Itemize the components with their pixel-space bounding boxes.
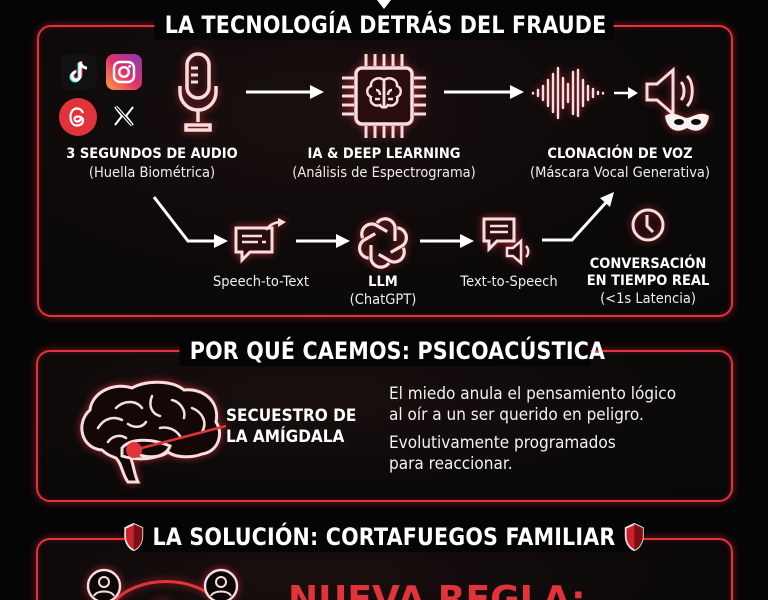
clone-node-subtitle: (Máscara Vocal Generativa) bbox=[529, 165, 711, 181]
amygdala-callout-line2: LA AMÍGDALA bbox=[226, 427, 345, 447]
family-network-icon bbox=[86, 568, 239, 600]
microphone-icon bbox=[178, 52, 218, 132]
fear-text-line1: El miedo anula el pensamiento lógico bbox=[389, 384, 677, 404]
shield-icon bbox=[124, 522, 144, 552]
solution-panel-title: LA SOLUCIÓN: CORTAFUEGOS FAMILIAR bbox=[124, 522, 644, 552]
speaker-mask-icon bbox=[645, 66, 709, 131]
tiktok-icon bbox=[61, 54, 97, 90]
ai-node-subtitle: (Análisis de Espectrograma) bbox=[292, 165, 476, 181]
chip-brain-icon bbox=[342, 54, 426, 138]
arrow-right-icon bbox=[420, 234, 474, 248]
solution-title-text: LA SOLUCIÓN: CORTAFUEGOS FAMILIAR bbox=[152, 523, 616, 551]
realtime-sublabel: (<1s Latencia) bbox=[600, 291, 696, 307]
realtime-line1: CONVERSACIÓN bbox=[589, 256, 707, 272]
realtime-line2: EN TIEMPO REAL bbox=[586, 273, 710, 289]
elbow-arrow-icon bbox=[152, 196, 228, 248]
audio-node-title: 3 SEGUNDOS DE AUDIO bbox=[66, 146, 238, 162]
arrow-right-icon bbox=[296, 234, 350, 248]
clone-node-title: CLONACIÓN DE VOZ bbox=[547, 146, 693, 162]
arrow-right-icon bbox=[246, 85, 324, 99]
technology-panel-title: LA TECNOLOGÍA DETRÁS DEL FRAUDE bbox=[154, 10, 614, 40]
threads-icon bbox=[59, 98, 97, 136]
clock-icon bbox=[631, 208, 665, 242]
stt-label: Speech-to-Text bbox=[212, 274, 310, 290]
new-rule-heading: NUEVA REGLA: bbox=[288, 579, 586, 600]
ai-node-title: IA & DEEP LEARNING bbox=[307, 146, 461, 162]
openai-icon bbox=[358, 217, 408, 269]
instagram-icon bbox=[106, 54, 142, 90]
shield-icon bbox=[624, 522, 644, 552]
waveform-icon bbox=[531, 66, 605, 120]
amygdala-callout-line1: SECUESTRO DE bbox=[226, 406, 357, 426]
audio-node-subtitle: (Huella Biométrica) bbox=[88, 165, 216, 181]
evolution-text-line1: Evolutivamente programados bbox=[389, 433, 616, 453]
evolution-text-line2: para reaccionar. bbox=[389, 454, 513, 474]
tts-label: Text-to-Speech bbox=[460, 274, 558, 290]
chat-speaker-icon bbox=[482, 217, 530, 266]
arrow-right-icon bbox=[614, 87, 638, 99]
x-icon bbox=[106, 98, 142, 134]
llm-sublabel: (ChatGPT) bbox=[349, 292, 417, 308]
chat-export-icon bbox=[234, 218, 286, 264]
down-arrow-icon bbox=[377, 0, 391, 9]
elbow-arrow-up-icon bbox=[542, 192, 614, 242]
fear-text-line2: al oír a un ser querido en peligro. bbox=[389, 405, 644, 425]
brain-icon bbox=[80, 380, 227, 484]
arrow-right-icon bbox=[444, 85, 524, 99]
psychoacoustics-panel-title: POR QUÉ CAEMOS: PSICOACÚSTICA bbox=[179, 336, 605, 366]
llm-label: LLM bbox=[368, 274, 398, 290]
